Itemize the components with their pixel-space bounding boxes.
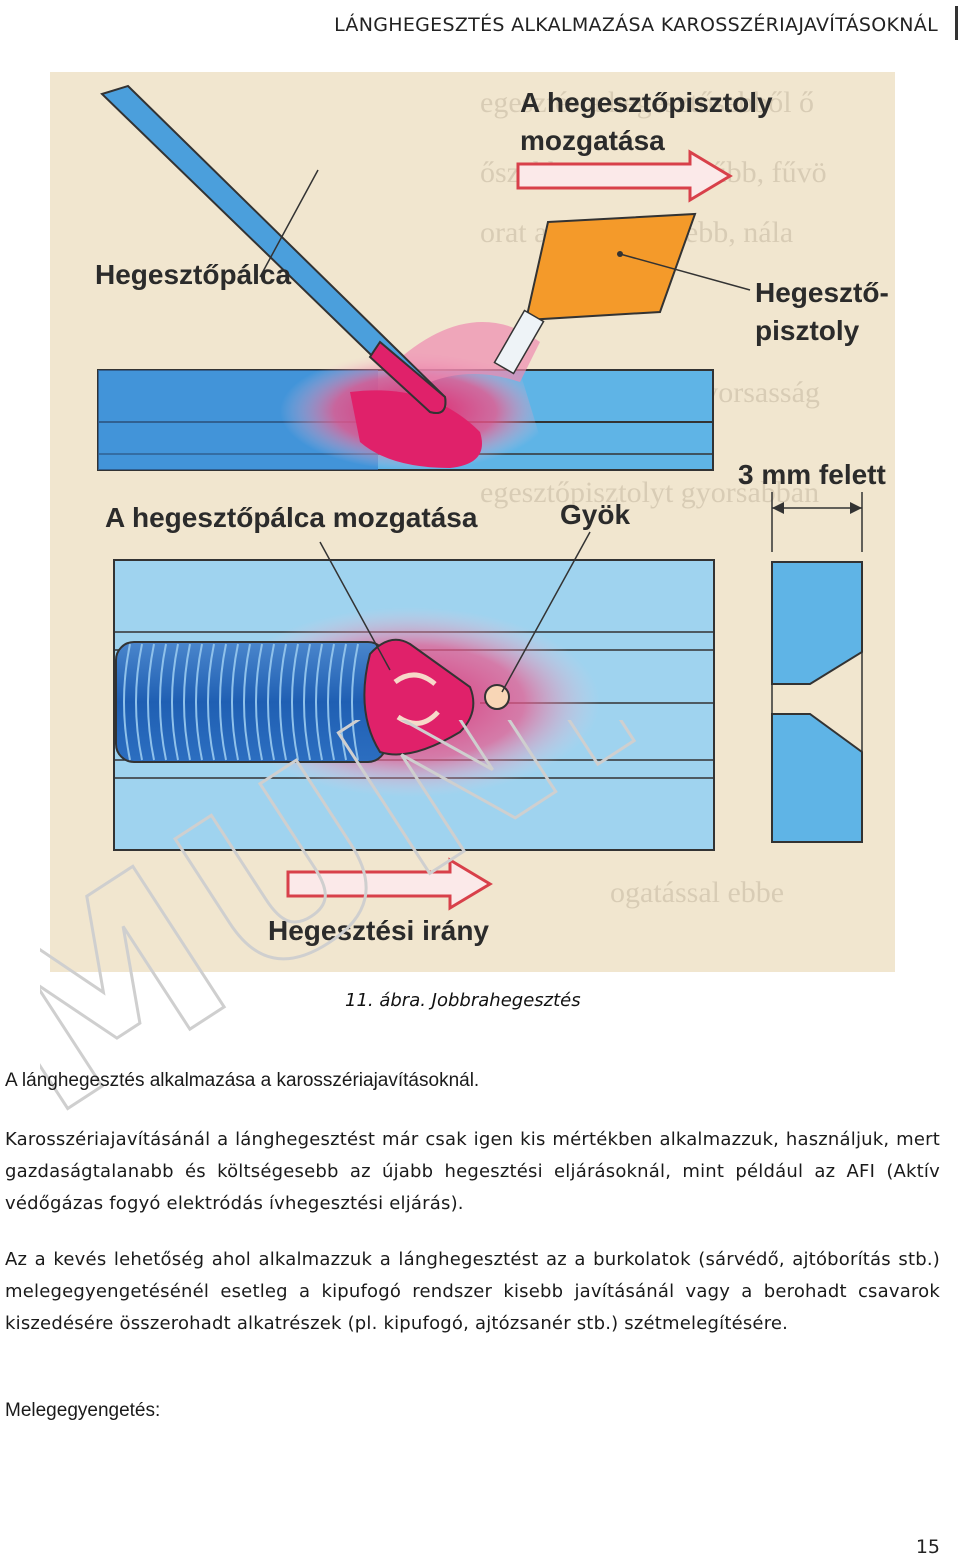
- label-root: Gyök: [560, 499, 630, 530]
- label-torch-1: Hegesztő-: [755, 277, 889, 308]
- header-rule: [955, 6, 958, 40]
- page-number: 15: [915, 1536, 940, 1558]
- sub-heading: Melegegyengetés:: [5, 1400, 161, 1421]
- svg-text:ogatással ebbe: ogatással ebbe: [610, 876, 784, 909]
- label-rod-movement: A hegesztőpálca mozgatása: [105, 502, 478, 533]
- body-paragraph-1: Karosszériajavításánál a lánghegesztést …: [5, 1129, 940, 1214]
- body-paragraph-2: Az a kevés lehetőség ahol alkalmazzuk a …: [5, 1249, 940, 1334]
- label-thickness: 3 mm felett: [738, 459, 886, 490]
- svg-text:egesztés a hegesztősebből ő: egesztés a hegesztősebből ő: [480, 86, 814, 119]
- label-torch-2: pisztoly: [755, 315, 860, 346]
- label-rod: Hegesztőpálca: [95, 259, 291, 290]
- running-header: LÁNGHEGESZTÉS ALKALMAZÁSA KAROSSZÉRIAJAV…: [334, 14, 938, 36]
- label-torch-movement-2: mozgatása: [520, 125, 665, 156]
- welding-figure: egesztés a hegesztősebből ő őszabbat is …: [50, 72, 895, 972]
- label-torch-movement-1: A hegesztőpisztoly: [520, 87, 773, 118]
- figure-caption: 11. ábra. Jobbrahegesztés: [345, 990, 581, 1011]
- label-direction: Hegesztési irány: [268, 915, 489, 946]
- svg-text:egesztőpisztolyt gyorsabban: egesztőpisztolyt gyorsabban: [480, 476, 819, 509]
- section-heading: A lánghegesztés alkalmazása a karosszéri…: [5, 1070, 480, 1091]
